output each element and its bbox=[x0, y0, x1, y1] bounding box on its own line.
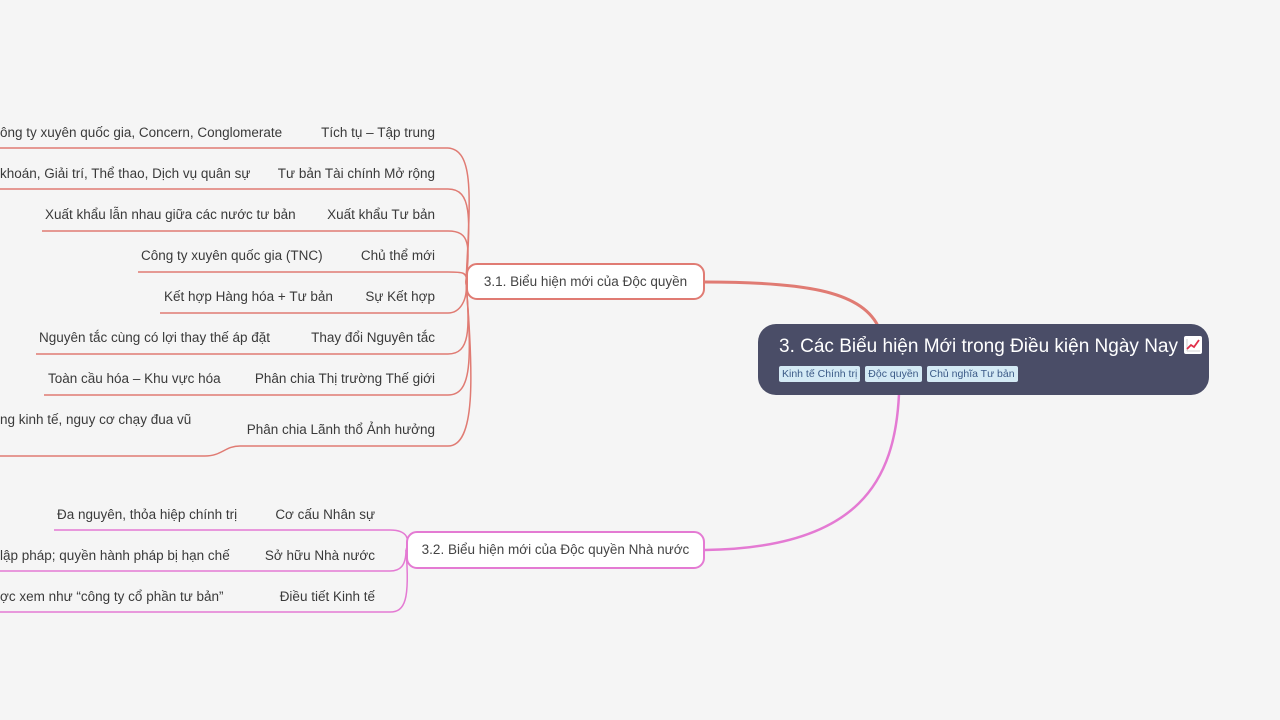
b1-child-label[interactable]: Thay đổi Nguyên tắc bbox=[311, 330, 435, 345]
branch-topic-label: 3.1. Biểu hiện mới của Độc quyền bbox=[483, 273, 688, 289]
b1-child-label[interactable]: Xuất khẩu Tư bản bbox=[327, 207, 435, 222]
branch-topic-doc-quyen[interactable]: 3.1. Biểu hiện mới của Độc quyền bbox=[466, 263, 705, 300]
b2-child-detail: lập pháp; quyền hành pháp bị hạn chế bbox=[0, 548, 230, 563]
b1-child-label[interactable]: Phân chia Thị trường Thế giới bbox=[254, 371, 435, 386]
b1-child-detail: ng kinh tế, nguy cơ chạy đua vũ bbox=[0, 412, 192, 427]
branch-topic-label: 3.2. Biểu hiện mới của Độc quyền Nhà nướ… bbox=[421, 542, 690, 557]
connector-central-branch2 bbox=[704, 393, 901, 552]
branch-topic-doc-quyen-nha-nuoc[interactable]: 3.2. Biểu hiện mới của Độc quyền Nhà nướ… bbox=[406, 531, 705, 569]
branch1-connectors bbox=[0, 147, 472, 457]
tag[interactable]: Độc quyền bbox=[865, 366, 922, 382]
tag[interactable]: Kinh tế Chính trị bbox=[779, 366, 861, 382]
b2-child-detail: ợc xem như “công ty cổ phần tư bản” bbox=[0, 589, 224, 604]
b1-child-detail: ông ty xuyên quốc gia, Concern, Conglome… bbox=[0, 125, 283, 140]
b2-child-label[interactable]: Sở hữu Nhà nước bbox=[264, 548, 375, 563]
b2-child-detail: Đa nguyên, thỏa hiệp chính trị bbox=[57, 507, 238, 522]
connector-b1-c1 bbox=[447, 147, 470, 283]
connector-b1-c4 bbox=[447, 271, 468, 283]
b2-child-label[interactable]: Điều tiết Kinh tế bbox=[279, 589, 375, 604]
b1-child-detail: Xuất khẩu lẫn nhau giữa các nước tư bản bbox=[45, 207, 296, 222]
central-topic-title: 3. Các Biểu hiện Mới trong Điều kiện Ngà… bbox=[779, 334, 1209, 360]
tag[interactable]: Chủ nghĩa Tư bản bbox=[926, 366, 1018, 382]
b1-child-label[interactable]: Tích tụ – Tập trung bbox=[321, 125, 435, 140]
tag-list: Kinh tế Chính trị Độc quyền Chủ nghĩa Tư… bbox=[779, 366, 1209, 382]
b1-child-label[interactable]: Sự Kết hợp bbox=[365, 289, 435, 304]
b1-child-label[interactable]: Tư bản Tài chính Mở rộng bbox=[277, 166, 435, 181]
chart-increasing-icon bbox=[1183, 336, 1202, 354]
b1-child-label[interactable]: Chủ thể mới bbox=[360, 248, 435, 263]
central-title-text: 3. Các Biểu hiện Mới trong Điều kiện Ngà… bbox=[779, 336, 1178, 357]
connector-central-branch1 bbox=[704, 280, 880, 327]
b1-child-detail: Công ty xuyên quốc gia (TNC) bbox=[141, 248, 323, 263]
central-topic[interactable]: 3. Các Biểu hiện Mới trong Điều kiện Ngà… bbox=[758, 324, 1209, 395]
connector-b1-c2 bbox=[447, 188, 470, 283]
b2-child-label[interactable]: Cơ cấu Nhân sự bbox=[275, 507, 375, 522]
b1-child-label[interactable]: Phân chia Lãnh thổ Ảnh hưởng bbox=[246, 422, 435, 437]
connector-b2-c2 bbox=[389, 549, 407, 572]
connector-b1-c8 bbox=[447, 281, 472, 447]
b1-child-detail: Toàn cầu hóa – Khu vực hóa bbox=[48, 371, 221, 386]
b1-child-detail: khoán, Giải trí, Thể thao, Dịch vụ quân … bbox=[0, 166, 251, 181]
connector-b1-c6 bbox=[447, 281, 469, 355]
b1-child-detail: Kết hợp Hàng hóa + Tư bản bbox=[164, 289, 333, 304]
connector-b1-c5 bbox=[447, 281, 468, 314]
b1-child-detail: Nguyên tắc cùng có lợi thay thế áp đặt bbox=[39, 330, 270, 345]
